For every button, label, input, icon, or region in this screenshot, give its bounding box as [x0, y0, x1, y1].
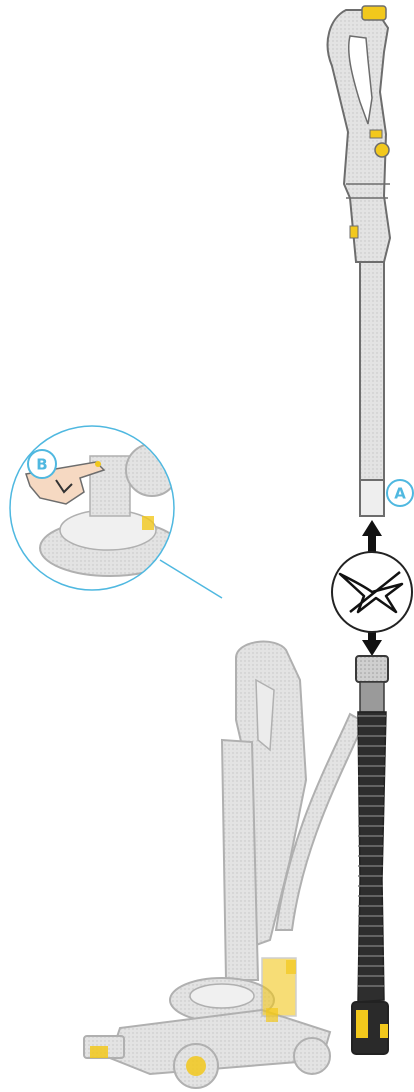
no-tool-icon: [332, 552, 412, 632]
callout-a-label: A: [394, 485, 406, 503]
callout-a: A: [387, 480, 413, 506]
callout-b: B: [28, 450, 56, 478]
upright-vacuum-icon: [84, 642, 364, 1088]
hose-icon: [352, 656, 388, 1054]
wand-icon: [328, 6, 390, 516]
callout-b-label: B: [36, 456, 47, 474]
